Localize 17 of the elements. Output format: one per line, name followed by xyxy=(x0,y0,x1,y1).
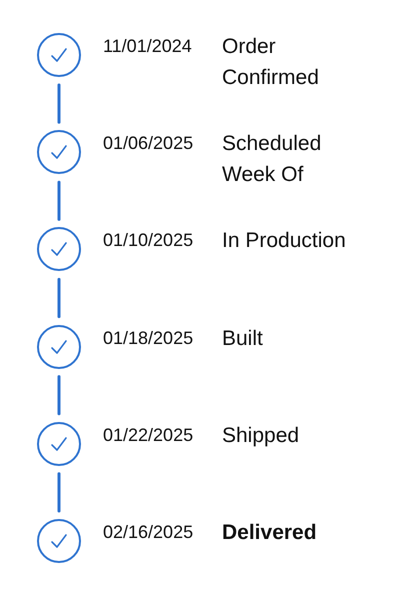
step-date: 01/22/2025 xyxy=(103,424,194,447)
step-title: Order Confirmed xyxy=(222,34,320,91)
step-date: 11/01/2024 xyxy=(103,35,192,58)
step-title: Shipped xyxy=(222,422,300,449)
connector-line xyxy=(58,84,60,124)
step-date: 01/06/2025 xyxy=(103,132,194,156)
step-title: Delivered xyxy=(222,520,318,546)
step-title: Built xyxy=(222,326,264,352)
connector-line xyxy=(58,278,60,318)
connector-line xyxy=(58,375,60,416)
step-date: 01/10/2025 xyxy=(103,229,194,252)
step-date: 02/16/2025 xyxy=(103,521,194,544)
step-title: Scheduled Week Of xyxy=(222,131,322,188)
connector-line xyxy=(58,472,60,512)
step-title: In Production xyxy=(222,228,347,254)
connector-line xyxy=(58,180,60,221)
step-date: 01/18/2025 xyxy=(103,326,194,350)
